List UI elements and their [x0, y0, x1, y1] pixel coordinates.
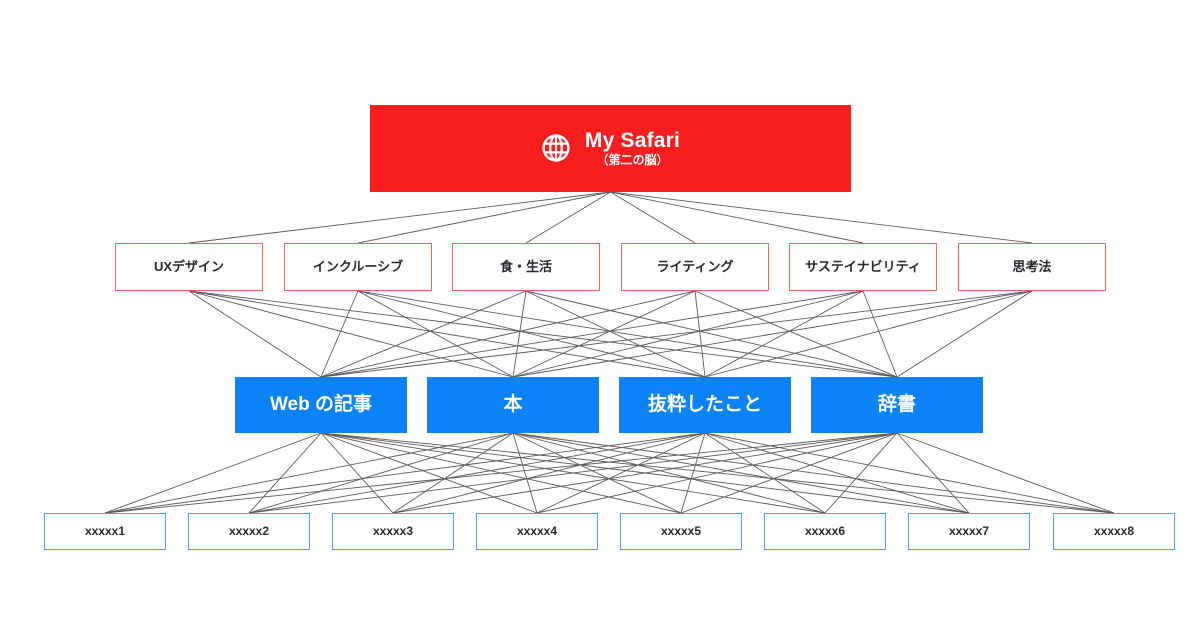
category-node-1[interactable]: UXデザイン: [115, 243, 263, 291]
leaf-node-5[interactable]: xxxxx5: [620, 513, 742, 550]
leaf-node-2[interactable]: xxxxx2: [188, 513, 310, 550]
category-node-label: ライティング: [656, 258, 734, 274]
category-node-4[interactable]: ライティング: [621, 243, 769, 291]
type-node-1[interactable]: Web の記事: [235, 377, 407, 433]
leaf-node-4[interactable]: xxxxx4: [476, 513, 598, 550]
leaf-node-label: xxxxx1: [84, 524, 126, 538]
leaf-node-3[interactable]: xxxxx3: [332, 513, 454, 550]
globe-icon: [541, 133, 571, 163]
category-node-2[interactable]: インクルーシブ: [284, 243, 432, 291]
leaf-node-label: xxxxx4: [516, 524, 558, 538]
root-node-my-safari[interactable]: My Safari （第二の脳）: [370, 105, 851, 192]
leaf-node-label: xxxxx2: [228, 524, 270, 538]
type-node-3[interactable]: 抜粋したこと: [619, 377, 791, 433]
category-node-5[interactable]: サステイナビリティ: [789, 243, 937, 291]
root-node-content: My Safari （第二の脳）: [541, 129, 681, 167]
category-node-label: 食・生活: [499, 258, 552, 274]
type-node-label: 抜粋したこと: [647, 394, 762, 416]
type-node-label: Web の記事: [269, 394, 373, 416]
leaf-node-label: xxxxx3: [372, 524, 414, 538]
root-subtitle: （第二の脳）: [596, 152, 669, 167]
leaf-node-1[interactable]: xxxxx1: [44, 513, 166, 550]
type-node-label: 辞書: [877, 394, 916, 416]
category-node-label: UXデザイン: [153, 258, 225, 274]
leaf-node-label: xxxxx5: [660, 524, 702, 538]
type-node-label: 本: [503, 394, 523, 416]
category-node-3[interactable]: 食・生活: [452, 243, 600, 291]
category-node-label: 思考法: [1012, 258, 1052, 274]
leaf-node-label: xxxxx8: [1093, 524, 1135, 538]
leaf-node-label: xxxxx7: [948, 524, 990, 538]
leaf-node-7[interactable]: xxxxx7: [908, 513, 1030, 550]
type-node-2[interactable]: 本: [427, 377, 599, 433]
category-node-label: インクルーシブ: [312, 258, 404, 274]
leaf-node-8[interactable]: xxxxx8: [1053, 513, 1175, 550]
category-node-label: サステイナビリティ: [805, 258, 921, 274]
root-title: My Safari: [584, 129, 681, 153]
root-node-text: My Safari （第二の脳）: [584, 129, 681, 167]
leaf-node-6[interactable]: xxxxx6: [764, 513, 886, 550]
type-node-4[interactable]: 辞書: [811, 377, 983, 433]
leaf-node-label: xxxxx6: [804, 524, 846, 538]
category-node-6[interactable]: 思考法: [958, 243, 1106, 291]
